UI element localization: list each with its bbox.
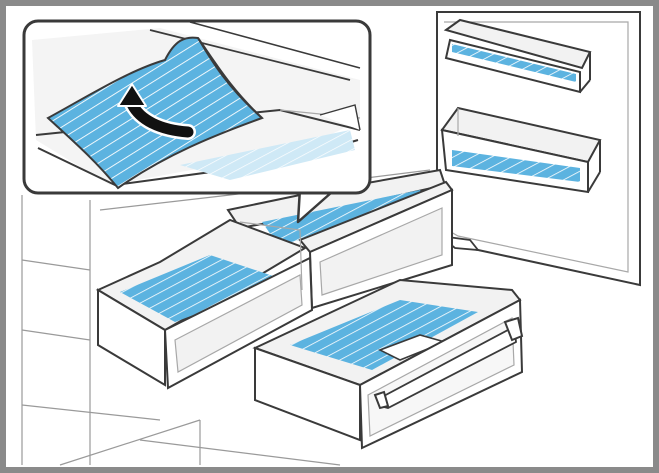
drawer-bottom xyxy=(252,278,524,450)
mat-lifted xyxy=(46,36,264,190)
door-bin-upper xyxy=(443,18,592,94)
door-bin-lower xyxy=(440,106,602,194)
callout-pointer xyxy=(296,187,333,224)
magnifier-inset xyxy=(22,19,372,195)
curved-arrow-icon xyxy=(117,83,196,140)
drawer-front-left xyxy=(95,218,314,390)
